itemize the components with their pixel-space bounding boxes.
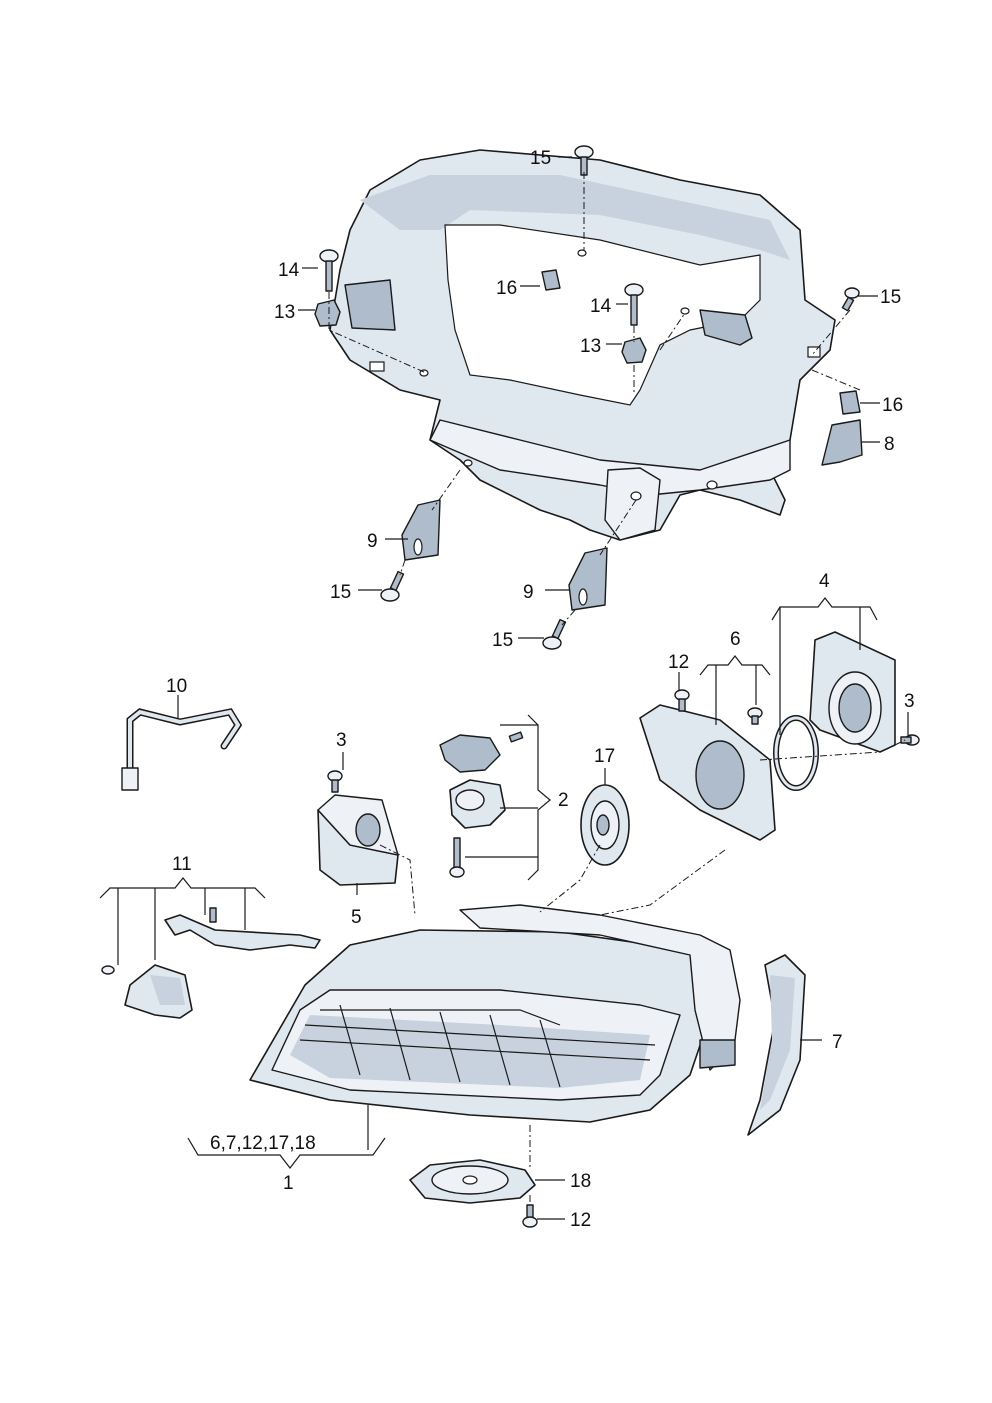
callout-16: 16 <box>496 278 517 299</box>
screw-12-bottom <box>522 1204 538 1228</box>
assembly-lines <box>328 172 906 1205</box>
clip-16-top <box>541 269 561 291</box>
callout-5: 5 <box>351 907 362 928</box>
callout-9: 9 <box>523 582 534 603</box>
bracket-set-11 <box>101 907 321 1019</box>
trim-strip-7 <box>747 954 806 1136</box>
callout-3: 3 <box>336 730 347 751</box>
callout-labels: 15 14 13 16 14 13 15 16 8 9 15 9 15 4 6 … <box>166 148 915 1231</box>
nut-13-left <box>314 299 341 327</box>
callout-14: 14 <box>590 296 612 317</box>
callout-10: 10 <box>166 676 187 697</box>
callout-9: 9 <box>367 531 378 552</box>
screw-12-top <box>674 689 690 712</box>
callout-8: 8 <box>884 434 895 455</box>
callout-15: 15 <box>492 630 513 651</box>
screw-15-right <box>841 287 860 312</box>
callout-3: 3 <box>904 691 915 712</box>
screw-3-right <box>900 734 920 746</box>
callout-4: 4 <box>819 571 830 592</box>
cover-cap-18 <box>409 1159 536 1204</box>
headlight-assembly <box>249 904 741 1123</box>
callout-17: 17 <box>594 746 615 767</box>
screw-3-left <box>327 770 343 793</box>
screw-14-left <box>319 249 339 292</box>
callout-6: 6 <box>730 629 741 650</box>
bracket-9-right <box>568 547 608 611</box>
callout-1: 1 <box>283 1173 294 1194</box>
screw-15-left-lower <box>380 570 405 602</box>
control-unit-5 <box>317 794 399 886</box>
callout-group-1: 6,7,12,17,18 <box>210 1133 316 1154</box>
ballast-unit-4 <box>809 631 896 753</box>
callout-2: 2 <box>558 790 569 811</box>
callout-13: 13 <box>580 336 601 357</box>
screw-15-right-lower <box>542 618 567 650</box>
screw-6-small <box>747 707 763 725</box>
callout-7: 7 <box>832 1032 843 1053</box>
callout-14: 14 <box>278 260 300 281</box>
headlight-mounting-frame <box>329 149 836 541</box>
adjuster-2 <box>439 731 524 878</box>
callout-16: 16 <box>882 395 903 416</box>
callout-11: 11 <box>172 854 192 875</box>
cable-10 <box>121 708 243 791</box>
callout-13: 13 <box>274 302 295 323</box>
callout-12: 12 <box>668 652 689 673</box>
callout-12: 12 <box>570 1210 591 1231</box>
nut-13-middle <box>621 337 647 364</box>
lens-ring-6 <box>639 704 819 841</box>
callout-15: 15 <box>330 582 351 603</box>
screw-14-middle <box>624 283 644 326</box>
bracket-9-left <box>401 499 441 561</box>
clip-16-right <box>839 390 861 415</box>
screw-15-top <box>574 145 594 176</box>
leader-lines <box>99 156 909 1220</box>
callout-18: 18 <box>570 1171 591 1192</box>
bracket-8 <box>821 419 863 466</box>
callout-15: 15 <box>530 148 551 169</box>
rubber-cap-17 <box>580 784 630 866</box>
callout-15: 15 <box>880 287 901 308</box>
